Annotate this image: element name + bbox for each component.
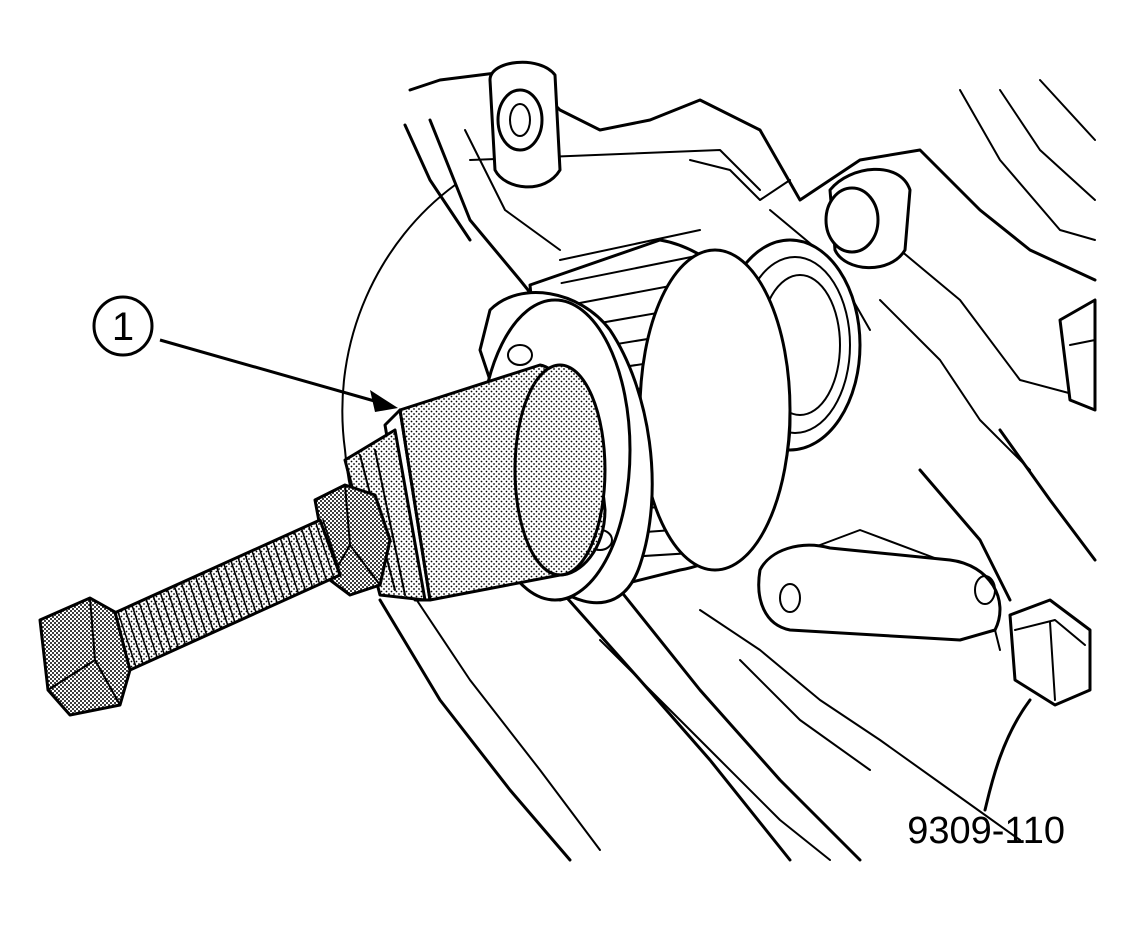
- screw-thread: [166, 589, 187, 646]
- screw-thread: [294, 532, 314, 588]
- screw-thread: [117, 611, 137, 668]
- screw-thread: [159, 592, 180, 649]
- mounting-boss-upper: [488, 60, 562, 189]
- forcing-screw: [38, 518, 342, 717]
- screw-thread: [322, 519, 342, 576]
- screw-thread: [209, 570, 229, 626]
- screw-thread: [180, 583, 201, 639]
- screw-thread: [202, 573, 222, 630]
- screw-thread: [152, 595, 173, 652]
- engine-housing: [378, 68, 1097, 862]
- screw-thread: [244, 554, 264, 611]
- screw-thread: [195, 576, 215, 633]
- puller-tool: [313, 363, 607, 602]
- screw-thread: [258, 548, 279, 604]
- screw-thread: [216, 567, 236, 623]
- hex-bolt-right: [1058, 298, 1097, 412]
- screw-thread: [145, 599, 165, 655]
- screw-thread: [279, 538, 300, 595]
- screw-thread: [272, 541, 293, 598]
- sprocket-tooth: [560, 253, 705, 285]
- screw-thread: [301, 529, 321, 585]
- callout-leader: [159, 338, 398, 412]
- bolt-leader-line: [983, 698, 1032, 812]
- screw-thread: [265, 545, 286, 601]
- mounting-boss-right: [824, 167, 912, 270]
- callout-number: 1: [112, 305, 134, 349]
- screw-thread: [315, 522, 335, 579]
- screw-thread: [230, 561, 250, 617]
- lower-bracket: [757, 543, 1002, 642]
- sprocket-tooth: [559, 229, 701, 261]
- figure-id: 9309-110: [907, 810, 1065, 852]
- screw-thread: [131, 605, 151, 661]
- screw-thread: [124, 608, 144, 665]
- screw-thread: [223, 564, 243, 620]
- screw-thread: [286, 535, 307, 592]
- screw-thread: [237, 557, 257, 614]
- screw-thread: [187, 580, 208, 636]
- screw-thread: [173, 586, 194, 642]
- screw-thread: [138, 602, 158, 658]
- screw-thread: [308, 526, 328, 582]
- screw-thread: [251, 551, 272, 607]
- hex-bolt-lower: [1008, 598, 1092, 707]
- callout-marker: 1: [92, 295, 154, 357]
